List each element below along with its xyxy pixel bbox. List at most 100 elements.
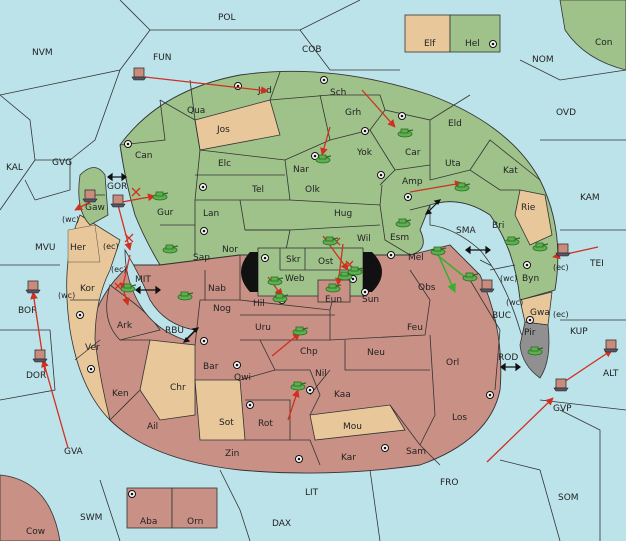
label-mit: MIT bbox=[135, 275, 151, 285]
label-ost: Ost bbox=[318, 257, 334, 267]
region-ark[interactable] bbox=[106, 284, 161, 341]
label-olk: Olk bbox=[305, 185, 321, 195]
region-mou[interactable] bbox=[309, 404, 406, 441]
fleet-piece[interactable] bbox=[603, 339, 619, 353]
label-eld: Eld bbox=[448, 119, 462, 129]
label-fun: FUN bbox=[153, 53, 172, 63]
region-elf[interactable] bbox=[404, 14, 451, 53]
label-tei: TEI bbox=[589, 259, 604, 269]
label-kam: KAM bbox=[580, 193, 600, 203]
region-orn[interactable] bbox=[171, 487, 218, 529]
label-byn: Byn bbox=[522, 274, 539, 284]
army-piece[interactable] bbox=[430, 246, 447, 256]
region-rie[interactable] bbox=[514, 189, 553, 246]
label-gva: GVA bbox=[64, 447, 84, 457]
label-kal: KAL bbox=[6, 163, 23, 173]
army-piece[interactable] bbox=[325, 283, 342, 293]
label-ver: Ver bbox=[85, 343, 100, 353]
region-chr[interactable] bbox=[139, 339, 196, 421]
fleet-piece[interactable] bbox=[555, 243, 571, 257]
army-piece[interactable] bbox=[315, 154, 332, 164]
fleet-piece[interactable] bbox=[25, 280, 41, 294]
fleet-piece[interactable] bbox=[82, 189, 98, 203]
label-nar: Nar bbox=[293, 165, 309, 175]
army-piece[interactable] bbox=[162, 244, 179, 254]
label-nom: NOM bbox=[532, 55, 554, 65]
label-hug: Hug bbox=[334, 209, 352, 219]
label-sot: Sot bbox=[219, 418, 234, 428]
label-con: Con bbox=[595, 38, 613, 48]
label-esm: Esm bbox=[390, 233, 409, 243]
label-rbu: RBU bbox=[165, 326, 184, 336]
fleet-piece[interactable] bbox=[110, 194, 126, 208]
label-kaa: Kaa bbox=[334, 390, 351, 400]
label-her: Her bbox=[70, 243, 86, 253]
support-arrows bbox=[435, 249, 467, 293]
label-kar: Kar bbox=[341, 453, 356, 463]
army-piece[interactable] bbox=[462, 272, 479, 282]
label-mel: Mel bbox=[408, 253, 424, 263]
label-nil: Nil bbox=[315, 369, 327, 379]
label-skr: Skr bbox=[286, 255, 301, 265]
label-eun: Eun bbox=[325, 295, 342, 305]
label-som: SOM bbox=[558, 493, 579, 503]
fleet-piece[interactable] bbox=[479, 279, 495, 293]
label-amp: Amp bbox=[402, 177, 423, 187]
label-alt: ALT bbox=[603, 369, 619, 379]
label-mvu: MVU bbox=[35, 243, 56, 253]
fleet-piece[interactable] bbox=[32, 349, 48, 363]
label-car: Car bbox=[405, 148, 421, 158]
label-kat: Kat bbox=[503, 166, 518, 176]
fleet-piece[interactable] bbox=[553, 378, 569, 392]
label-sch: Sch bbox=[330, 88, 346, 98]
army-piece[interactable] bbox=[290, 381, 307, 391]
army-piece[interactable] bbox=[395, 218, 412, 228]
label-feu: Feu bbox=[407, 323, 423, 333]
label-gvp: GVP bbox=[553, 404, 572, 414]
army-piece[interactable] bbox=[267, 276, 284, 286]
label-ken: Ken bbox=[112, 389, 129, 399]
label-gor: GOR bbox=[107, 182, 127, 192]
label-ec-byn: (ec) bbox=[553, 263, 569, 272]
label-cow: Cow bbox=[26, 527, 45, 537]
army-piece[interactable] bbox=[120, 283, 137, 293]
army-piece[interactable] bbox=[322, 236, 339, 246]
label-pir: Pir bbox=[524, 328, 536, 338]
army-piece[interactable] bbox=[527, 346, 544, 356]
label-kup: KUP bbox=[570, 327, 588, 337]
region-borders bbox=[70, 71, 541, 466]
label-bar: Bar bbox=[203, 362, 219, 372]
label-nab: Nab bbox=[208, 284, 226, 294]
label-rot: Rot bbox=[258, 419, 273, 429]
label-wc-gaw: (wc) bbox=[62, 215, 79, 224]
label-swm: SWM bbox=[80, 513, 102, 523]
army-piece[interactable] bbox=[177, 291, 194, 301]
label-grh: Grh bbox=[345, 108, 361, 118]
label-wc-gwa: (wc) bbox=[506, 298, 523, 307]
army-piece[interactable] bbox=[347, 266, 364, 276]
army-piece[interactable] bbox=[397, 128, 414, 138]
army-piece[interactable] bbox=[454, 182, 471, 192]
label-kor: Kor bbox=[80, 284, 95, 294]
army-piece[interactable] bbox=[532, 242, 549, 252]
lake-west-cap bbox=[248, 252, 258, 292]
label-rod: ROD bbox=[498, 353, 518, 363]
label-qua: Qua bbox=[187, 106, 205, 116]
label-gaw: Gaw bbox=[85, 203, 105, 213]
army-piece[interactable] bbox=[152, 191, 169, 201]
label-fro: FRO bbox=[440, 478, 459, 488]
region-sot[interactable] bbox=[194, 379, 246, 441]
region-her[interactable] bbox=[67, 224, 101, 263]
label-jos: Jos bbox=[216, 125, 230, 135]
label-cob: COB bbox=[302, 45, 322, 55]
label-gvg: GVG bbox=[52, 158, 72, 168]
army-piece[interactable] bbox=[272, 293, 289, 303]
label-ec-gaw: (ec) bbox=[103, 242, 119, 251]
army-piece[interactable] bbox=[292, 326, 309, 336]
fleet-piece[interactable] bbox=[131, 67, 147, 81]
label-uru: Uru bbox=[255, 323, 271, 333]
label-web: Web bbox=[285, 274, 305, 284]
army-piece[interactable] bbox=[504, 236, 521, 246]
label-sam: Sam bbox=[406, 447, 426, 457]
